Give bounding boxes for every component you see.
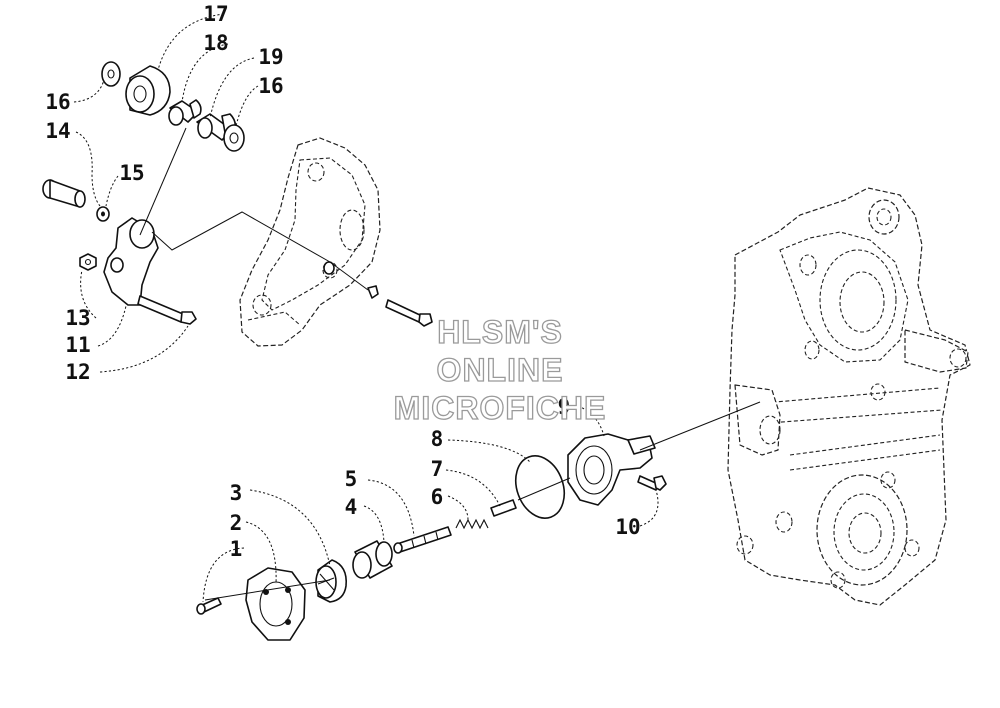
- part-10-screw: [637, 475, 667, 491]
- watermark-line-3: MICROFICHE: [394, 390, 607, 426]
- callout-17: 17: [203, 2, 228, 26]
- watermark: HLSM'S ONLINE MICROFICHE: [393, 313, 607, 426]
- callout-19: 19: [258, 45, 283, 69]
- callout-5: 5: [345, 467, 358, 491]
- callout-2: 2: [230, 511, 243, 535]
- callout-16-left: 16: [45, 90, 70, 114]
- part-14-pivot-bolt: [42, 179, 86, 208]
- part-5-shaft: [393, 526, 452, 554]
- part-16-washer-top: [101, 61, 121, 87]
- part-15-washer: [96, 206, 110, 222]
- part-17-spacer-roller: [125, 65, 171, 116]
- callout-4: 4: [345, 495, 358, 519]
- callout-8: 8: [431, 427, 444, 451]
- part-11-tensioner-arm: [103, 217, 159, 306]
- callout-7: 7: [431, 457, 444, 481]
- callout-labels: 1 2 3 4 5 6 7 8 9 10 11 12 13 14 15 16 1…: [45, 2, 640, 561]
- mounting-screw: [367, 285, 433, 327]
- callout-3: 3: [230, 481, 243, 505]
- callout-14: 14: [45, 119, 70, 143]
- callout-6: 6: [431, 485, 444, 509]
- part-13-nut: [79, 253, 97, 271]
- callout-1: 1: [230, 537, 243, 561]
- leader-lines: [73, 13, 659, 603]
- callout-10: 10: [615, 515, 640, 539]
- callout-15: 15: [119, 161, 144, 185]
- part-8-o-ring: [514, 455, 566, 519]
- part-7-pin: [490, 499, 517, 517]
- part-9-pump-housing: [567, 433, 656, 506]
- assembly-lines: [139, 127, 761, 601]
- part-2-pump-cover: [245, 567, 306, 641]
- part-6-spring: [455, 518, 489, 530]
- part-1-screw: [196, 597, 222, 615]
- engine-cover: [239, 137, 381, 347]
- callout-18: 18: [203, 31, 228, 55]
- watermark-line-2: ONLINE: [437, 352, 564, 388]
- callout-16-right: 16: [258, 74, 283, 98]
- part-18-bushing: [168, 99, 202, 126]
- watermark-line-1: HLSM'S: [437, 314, 563, 350]
- part-4-seal: [352, 540, 393, 579]
- callout-13: 13: [65, 306, 90, 330]
- callout-12: 12: [65, 360, 90, 384]
- callout-11: 11: [65, 333, 90, 357]
- transmission-housing: [727, 187, 971, 606]
- part-3-impeller: [315, 559, 348, 603]
- callout-9: 9: [558, 395, 571, 419]
- part-12-bolt: [137, 295, 197, 325]
- part-16-washer-right: [223, 124, 245, 152]
